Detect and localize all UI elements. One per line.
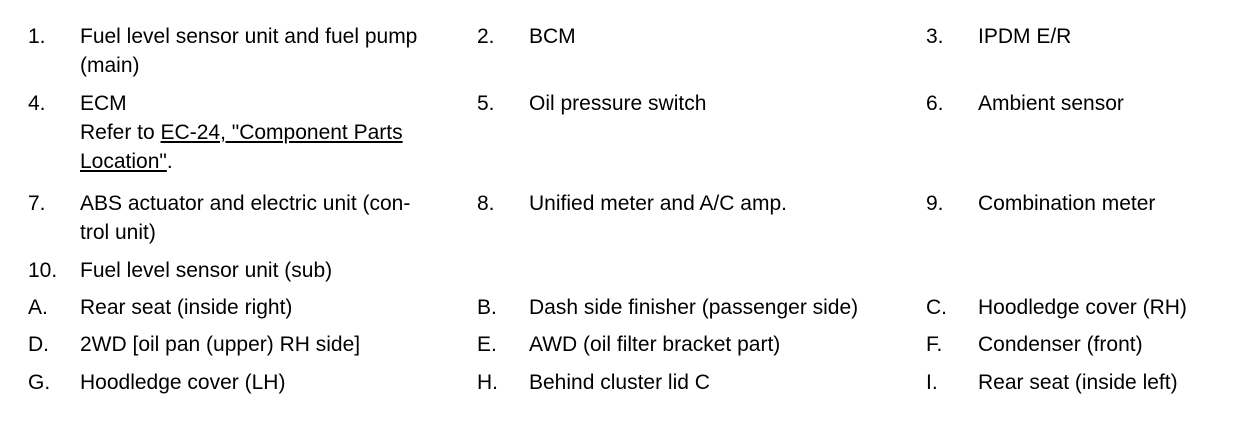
item-description: 2WD [oil pan (upper) RH side] [80, 333, 361, 356]
item-description: Combination meter [978, 192, 1156, 215]
item-letter: H. [477, 371, 498, 394]
item-description: ECM Refer to EC-24, "Component Parts Loc… [80, 89, 403, 176]
reference-link[interactable]: Location" [80, 150, 167, 173]
item-description: BCM [529, 25, 576, 48]
item-description: Ambient sensor [978, 92, 1124, 115]
item-number: 10. [28, 259, 58, 282]
item-description: Hoodledge cover (RH) [978, 296, 1187, 319]
item-description: IPDM E/R [978, 25, 1072, 48]
item-letter: C. [926, 296, 947, 319]
item-letter: A. [28, 296, 48, 319]
item-description: Behind cluster lid C [529, 371, 710, 394]
item-letter: E. [477, 333, 497, 356]
item-letter: G. [28, 371, 51, 394]
item-number: 9. [926, 192, 944, 215]
item-number: 3. [926, 25, 944, 48]
item-number: 1. [28, 25, 46, 48]
item-description: AWD (oil filter bracket part) [529, 333, 781, 356]
reference-suffix: . [166, 150, 173, 173]
item-letter: D. [28, 333, 49, 356]
item-letter: I. [926, 371, 938, 394]
reference-line: Location". [80, 147, 403, 176]
item-description: ABS actuator and electric unit (con- tro… [80, 189, 410, 247]
item-number: 2. [477, 25, 495, 48]
description-line: (main) [80, 54, 140, 77]
item-description: Unified meter and A/C amp. [529, 192, 787, 215]
item-description: Oil pressure switch [529, 92, 707, 115]
reference-line: Refer to EC-24, "Component Parts [80, 118, 403, 147]
description-line: ABS actuator and electric unit (con- [80, 192, 411, 215]
item-description: Hoodledge cover (LH) [80, 371, 286, 394]
item-description: Fuel level sensor unit and fuel pump (ma… [80, 22, 417, 80]
item-number: 4. [28, 92, 46, 115]
reference-prefix: Refer to [80, 121, 161, 144]
item-description: Rear seat (inside right) [80, 296, 293, 319]
item-letter: F. [926, 333, 943, 356]
item-description: Rear seat (inside left) [978, 371, 1178, 394]
description-line: ECM [80, 92, 127, 115]
item-number: 8. [477, 192, 495, 215]
item-description: Dash side finisher (passenger side) [529, 296, 859, 319]
item-number: 5. [477, 92, 495, 115]
description-line: trol unit) [80, 221, 156, 244]
item-number: 7. [28, 192, 46, 215]
reference-link[interactable]: EC-24, "Component Parts [160, 121, 403, 144]
item-number: 6. [926, 92, 944, 115]
description-line: Fuel level sensor unit and fuel pump [80, 25, 418, 48]
item-description: Fuel level sensor unit (sub) [80, 259, 333, 282]
item-letter: B. [477, 296, 497, 319]
item-description: Condenser (front) [978, 333, 1143, 356]
